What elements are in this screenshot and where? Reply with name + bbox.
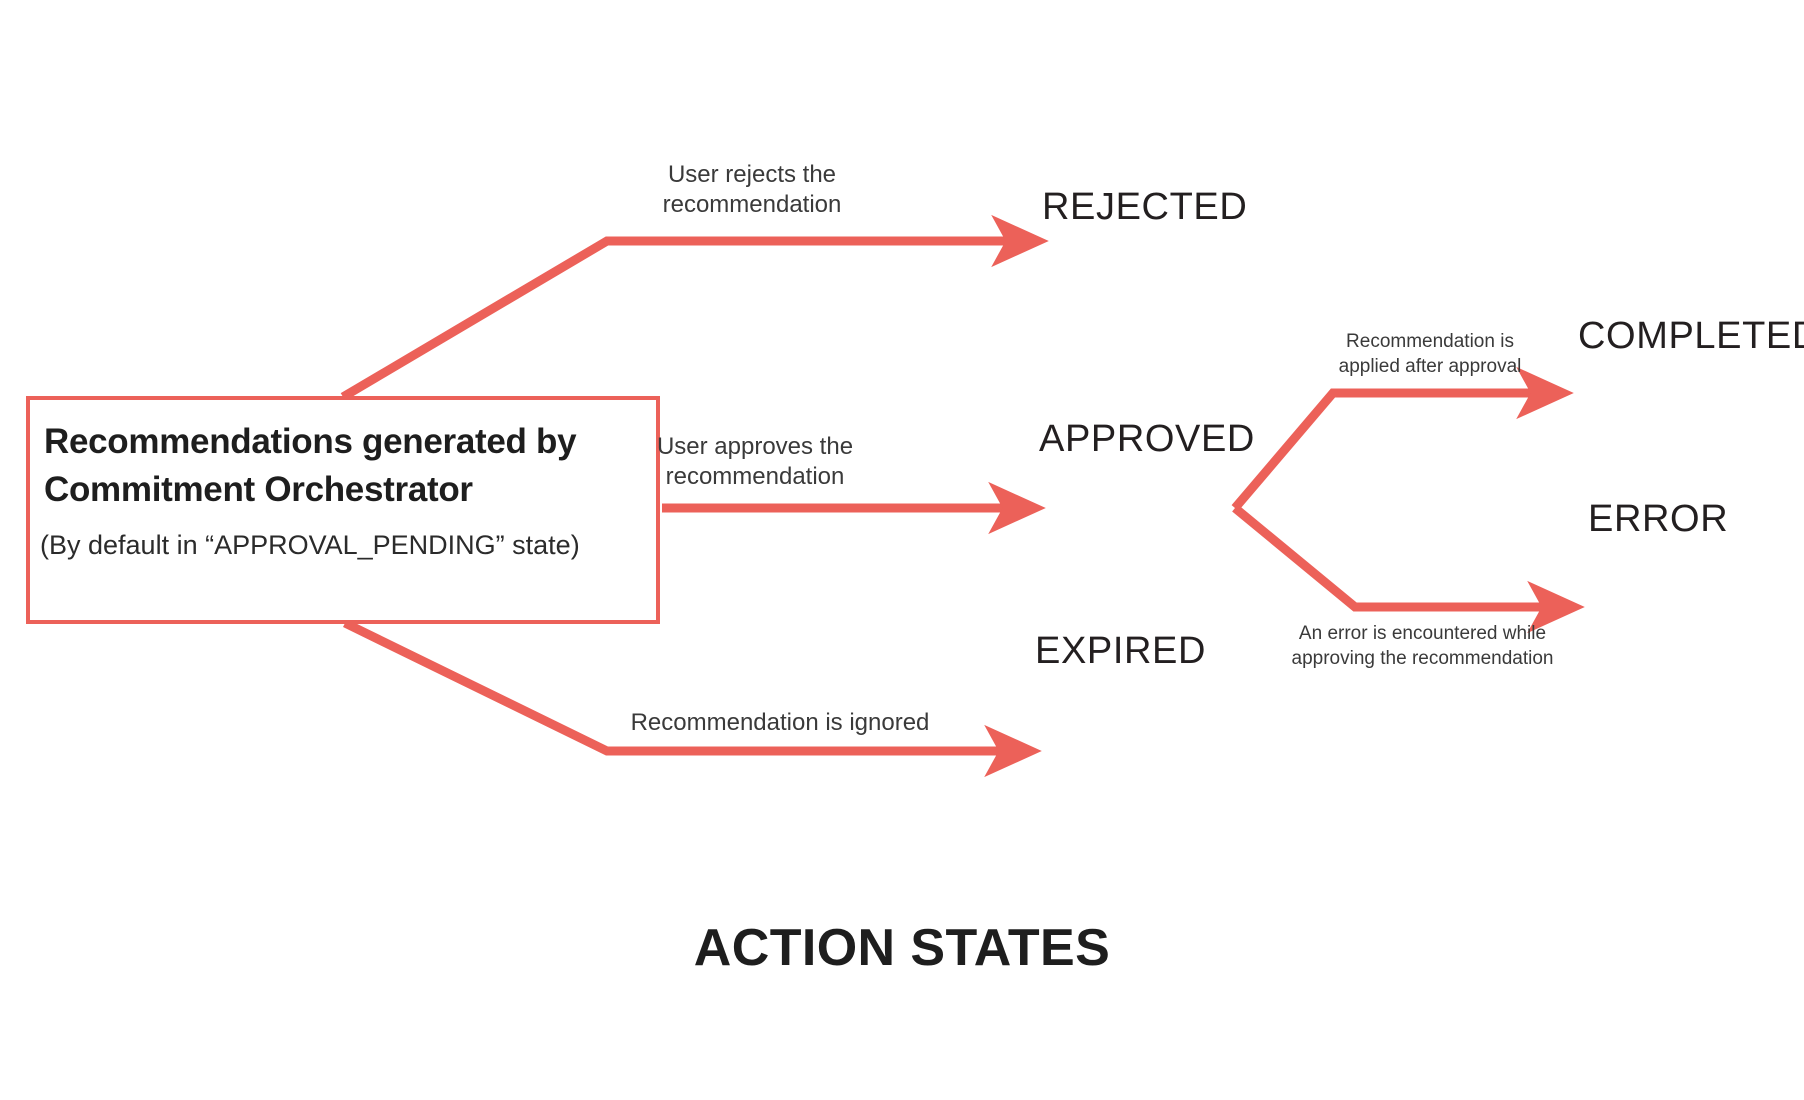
edge-approved-to-error xyxy=(1232,504,1585,634)
edge-label-to-completed: Recommendation is applied after approval xyxy=(1338,331,1522,377)
state-node-approved[interactable]: APPROVED xyxy=(1039,418,1255,460)
source-node[interactable]: Recommendations generated by Commitment … xyxy=(26,396,660,624)
edge-label-to-approved: User approves the recommendation xyxy=(656,433,854,491)
state-node-rejected[interactable]: REJECTED xyxy=(1042,186,1248,228)
diagram-title: ACTION STATES xyxy=(693,919,1111,977)
edge-label-to-error: An error is encountered while approving … xyxy=(1291,623,1554,669)
state-node-completed[interactable]: COMPLETED xyxy=(1578,315,1804,357)
source-node-subtitle: (By default in “APPROVAL_PENDING” state) xyxy=(40,530,580,560)
edge-label-to-rejected: User rejects the recommendation xyxy=(662,161,842,219)
source-node-title: Recommendations generated by Commitment … xyxy=(44,422,577,510)
edge-label-to-expired: Recommendation is ignored xyxy=(630,709,930,736)
state-node-error[interactable]: ERROR xyxy=(1588,498,1729,540)
state-node-expired[interactable]: EXPIRED xyxy=(1035,630,1207,672)
edge-source-to-expired xyxy=(343,618,1042,778)
edge-approved-to-completed xyxy=(1231,366,1574,511)
edge-source-to-rejected xyxy=(340,214,1049,401)
